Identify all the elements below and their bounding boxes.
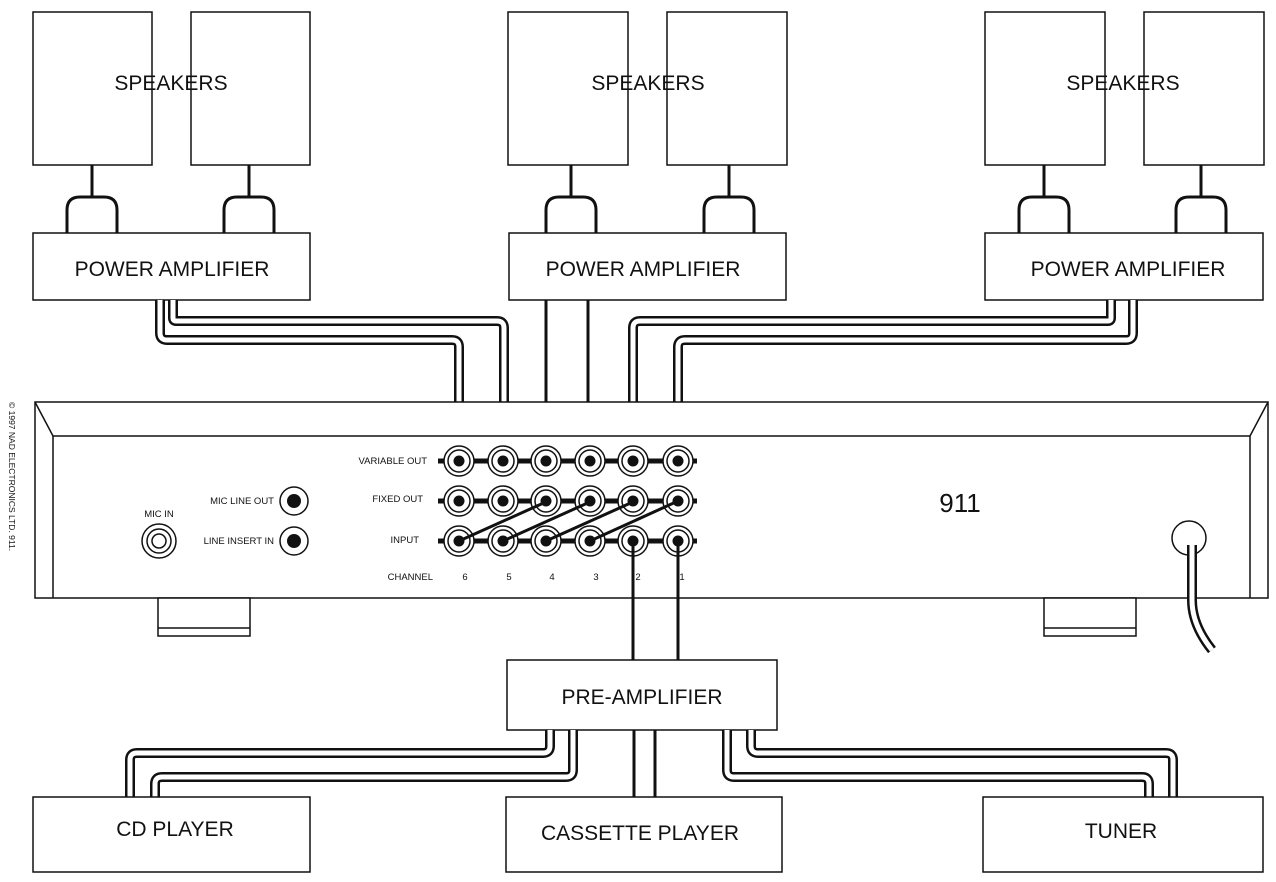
speaker-left-a bbox=[32, 11, 153, 166]
power-amplifier-label-center: POWER AMPLIFIER bbox=[546, 258, 741, 281]
foot-left bbox=[157, 597, 251, 637]
unit-bevel bbox=[34, 401, 1269, 437]
row-label-fixed-out: FIXED OUT bbox=[372, 494, 423, 505]
source-cassette-player: CASSETTE PLAYER bbox=[505, 796, 783, 873]
cassette-player-label: CASSETTE PLAYER bbox=[541, 822, 739, 845]
pre-amplifier-label: PRE-AMPLIFIER bbox=[561, 686, 722, 709]
line-insert-in-label: LINE INSERT IN bbox=[204, 536, 275, 547]
model-number: 911 bbox=[939, 488, 980, 518]
channel-label: CHANNEL bbox=[388, 572, 433, 583]
rca-jack-variable-out-ch1[interactable] bbox=[662, 445, 694, 477]
rca-jack-fixed-out-ch6[interactable] bbox=[443, 485, 475, 517]
power-amplifier-center: POWER AMPLIFIER bbox=[508, 232, 787, 301]
rca-jack-variable-out-ch4[interactable] bbox=[530, 445, 562, 477]
row-label-variable-out: VARIABLE OUT bbox=[359, 456, 428, 467]
speaker-group-left: SPEAKERS bbox=[32, 11, 311, 166]
speakers-label-right: SPEAKERS bbox=[1066, 72, 1179, 95]
speakers-label-center: SPEAKERS bbox=[591, 72, 704, 95]
foot-right bbox=[1043, 597, 1137, 637]
power-amplifier-right: POWER AMPLIFIER bbox=[984, 232, 1264, 301]
source-cables bbox=[125, 730, 1178, 797]
speaker-center-a bbox=[507, 11, 629, 166]
channel-number-2: 2 bbox=[635, 572, 640, 583]
source-tuner: TUNER bbox=[982, 796, 1264, 873]
pre-amplifier: PRE-AMPLIFIER bbox=[506, 659, 778, 731]
channel-number-3: 3 bbox=[593, 572, 598, 583]
source-cd-player: CD PLAYER bbox=[32, 796, 311, 873]
rca-jack-variable-out-ch6[interactable] bbox=[443, 445, 475, 477]
copyright-text: © 1997 NAD ELECTRONICS LTD. 911. bbox=[7, 402, 17, 551]
loop-cables bbox=[458, 499, 679, 543]
channel-number-5: 5 bbox=[506, 572, 511, 583]
speakers-label-left: SPEAKERS bbox=[114, 72, 227, 95]
unit-911: 911 MIC IN MIC LINE OUT LINE INSERT IN V… bbox=[34, 401, 1269, 654]
speaker-right-b bbox=[1143, 11, 1265, 166]
speaker-right-a bbox=[984, 11, 1106, 166]
rca-jack-variable-out-ch3[interactable] bbox=[574, 445, 606, 477]
rca-jack-grid bbox=[443, 445, 694, 557]
cd-player-label: CD PLAYER bbox=[116, 818, 233, 841]
rca-jack-variable-out-ch2[interactable] bbox=[617, 445, 649, 477]
mic-line-out-label: MIC LINE OUT bbox=[210, 496, 274, 507]
row-label-input: INPUT bbox=[391, 535, 420, 546]
rca-jack-input-ch2[interactable] bbox=[617, 525, 649, 557]
speaker-center-b bbox=[666, 11, 788, 166]
speaker-left-b bbox=[190, 11, 311, 166]
mic-in-label: MIC IN bbox=[144, 509, 174, 520]
channel-number-1: 1 bbox=[679, 572, 684, 583]
preamp-input-wires bbox=[631, 541, 680, 660]
channel-number-4: 4 bbox=[549, 572, 554, 583]
power-amplifier-label-left: POWER AMPLIFIER bbox=[75, 258, 270, 281]
channel-number-6: 6 bbox=[462, 572, 467, 583]
rca-jack-variable-out-ch5[interactable] bbox=[487, 445, 519, 477]
tuner-label: TUNER bbox=[1085, 820, 1157, 843]
power-amplifier-label-right: POWER AMPLIFIER bbox=[1031, 258, 1226, 281]
speaker-group-right: SPEAKERS bbox=[984, 11, 1265, 166]
speaker-wires bbox=[65, 165, 1228, 233]
power-amplifier-left: POWER AMPLIFIER bbox=[32, 232, 311, 301]
rca-jack-fixed-out-ch5[interactable] bbox=[487, 485, 519, 517]
speaker-group-center: SPEAKERS bbox=[507, 11, 788, 166]
